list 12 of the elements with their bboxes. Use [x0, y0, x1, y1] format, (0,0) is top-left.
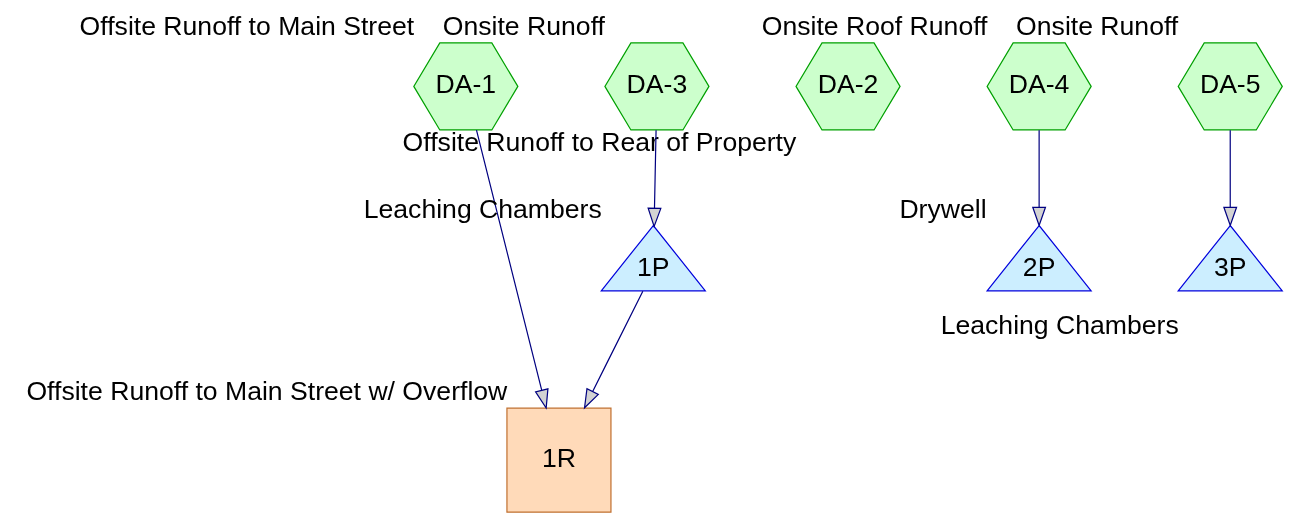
node-label: Leaching Chambers: [940, 309, 1179, 340]
arrow: [1222, 129, 1237, 227]
node-label: Onsite Runoff: [442, 10, 605, 41]
arrow: [646, 129, 662, 228]
node-label: Onsite Roof Runoff: [761, 10, 987, 41]
node-box: 1R: [505, 407, 612, 513]
arrow: [1031, 129, 1046, 227]
node-label: Offsite Runoff to Main Street w/ Overflow: [25, 375, 507, 406]
node-label: Drywell: [898, 193, 987, 224]
node-label: Offsite Runoff to Main Street: [79, 10, 414, 41]
arrow: [583, 290, 643, 409]
node-label: Onsite Runoff: [1015, 10, 1178, 41]
